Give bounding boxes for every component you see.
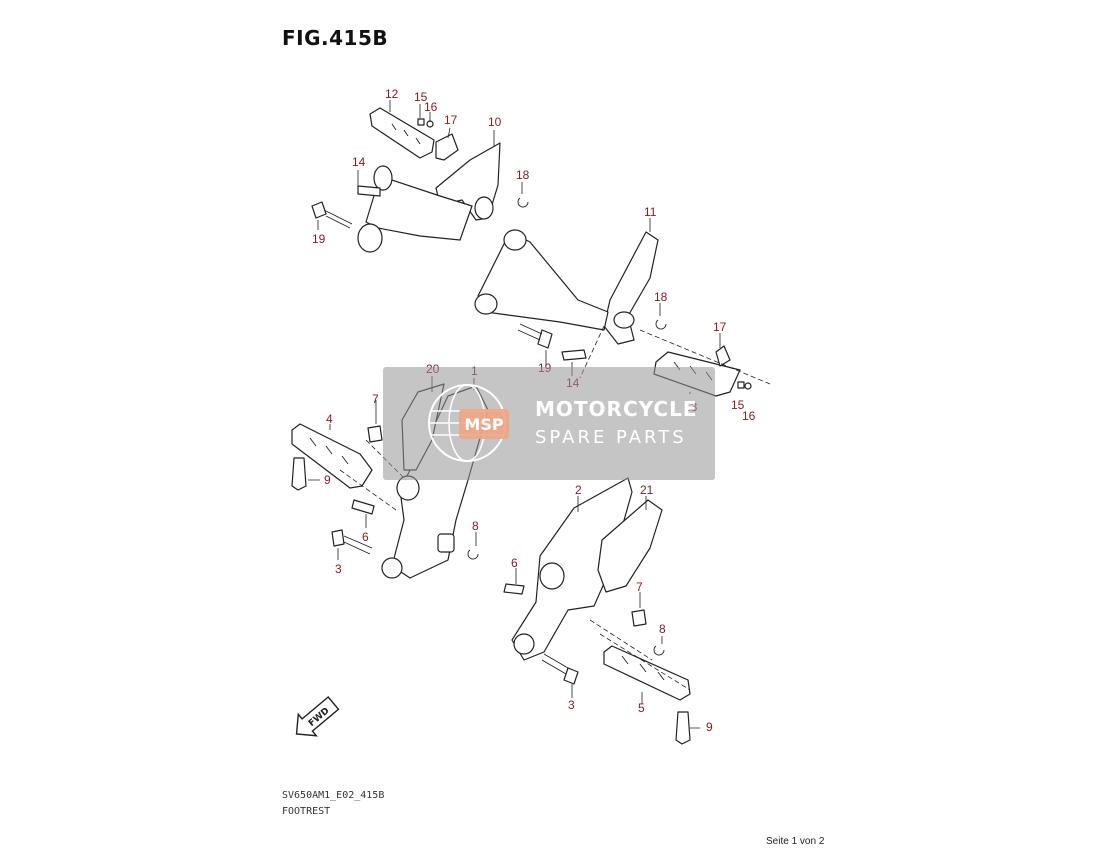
callout-19: 19 xyxy=(312,232,326,246)
pin-14-left xyxy=(357,185,381,197)
callout-16: 16 xyxy=(742,409,756,423)
clip-8-right xyxy=(653,645,665,656)
bolt-3-left xyxy=(331,529,345,547)
callout-7: 7 xyxy=(372,392,379,406)
rear-bar-end-right-lower xyxy=(474,293,498,315)
front-footrest-peg-5 xyxy=(603,645,691,701)
rear-pivot-left xyxy=(474,196,494,220)
callout-18: 18 xyxy=(516,168,530,182)
front-mount-right xyxy=(513,633,535,655)
front-mount-left xyxy=(381,557,403,579)
callout-10: 10 xyxy=(488,115,502,129)
washer-16-right xyxy=(744,382,752,390)
screw-15-left xyxy=(417,118,425,126)
rear-footrest-left-assembly xyxy=(311,100,529,253)
rear-bar-left xyxy=(365,175,473,241)
callout-17: 17 xyxy=(444,113,458,127)
spring-7-right xyxy=(631,609,647,627)
callout-9: 9 xyxy=(324,473,331,487)
rear-footrest-peg-12 xyxy=(369,107,435,159)
clip-8-left xyxy=(467,549,479,560)
callout-4: 4 xyxy=(326,412,333,426)
callout-15: 15 xyxy=(414,90,428,104)
callout-7: 7 xyxy=(636,580,643,594)
pin-14-right xyxy=(561,349,587,361)
fwd-arrow-icon: FWD xyxy=(295,696,340,737)
figure-name: FOOTREST xyxy=(282,806,331,817)
callout-12: 12 xyxy=(385,87,399,101)
logo-text: MSP xyxy=(464,415,503,434)
rear-bar-end-right-upper xyxy=(503,229,527,251)
callout-21: 21 xyxy=(640,483,654,497)
pin-6-right xyxy=(503,583,525,595)
callout-17: 17 xyxy=(713,320,727,334)
pin-6-left xyxy=(351,499,375,515)
callout-6: 6 xyxy=(511,556,518,570)
bolt-3-right xyxy=(563,667,579,685)
callout-15: 15 xyxy=(731,398,745,412)
front-bracket-2 xyxy=(511,477,633,661)
globe-logo-icon: MSP xyxy=(428,384,509,462)
callout-labels: 12 15 16 17 10 14 18 19 11 18 17 19 14 1… xyxy=(312,87,756,734)
callout-8: 8 xyxy=(659,622,666,636)
rear-bar-end-upper xyxy=(373,165,393,191)
figure-title: FIG.415B xyxy=(282,26,389,50)
plate-17-right xyxy=(715,345,731,367)
callout-3: 3 xyxy=(568,698,575,712)
clip-18-right xyxy=(655,319,667,330)
front-boss-left xyxy=(437,533,455,553)
callout-2: 2 xyxy=(575,483,582,497)
plate-17-left xyxy=(435,133,459,161)
callout-5: 5 xyxy=(638,701,645,715)
rear-pivot-right xyxy=(613,311,635,329)
callout-14: 14 xyxy=(352,155,366,169)
callout-16: 16 xyxy=(424,100,438,114)
rear-bar-right xyxy=(477,231,609,331)
rubber-9-right xyxy=(675,711,691,745)
callout-6: 6 xyxy=(362,530,369,544)
bolt-19-left xyxy=(311,201,327,219)
callout-9: 9 xyxy=(706,720,713,734)
front-pivot-right xyxy=(539,562,565,590)
callout-8: 8 xyxy=(472,519,479,533)
screw-15-right xyxy=(737,381,745,389)
watermark-overlay: MSP MOTORCYCLE SPARE PARTS xyxy=(383,367,715,480)
watermark-line2: SPARE PARTS xyxy=(535,427,687,448)
callout-18: 18 xyxy=(654,290,668,304)
rubber-9-left xyxy=(291,457,307,491)
callout-11: 11 xyxy=(644,205,657,219)
clip-18-left xyxy=(517,197,529,208)
figure-code: SV650AM1_E02_415B xyxy=(282,790,385,801)
front-footrest-right-assembly xyxy=(503,477,700,745)
heel-guard-21 xyxy=(597,499,663,593)
rear-bar-end-lower xyxy=(357,223,383,253)
watermark-line1: MOTORCYCLE xyxy=(535,397,698,421)
rear-bracket-11 xyxy=(603,231,659,345)
page-indicator: Seite 1 von 2 xyxy=(766,836,825,847)
callout-3: 3 xyxy=(335,562,342,576)
spring-7-left xyxy=(367,425,383,443)
